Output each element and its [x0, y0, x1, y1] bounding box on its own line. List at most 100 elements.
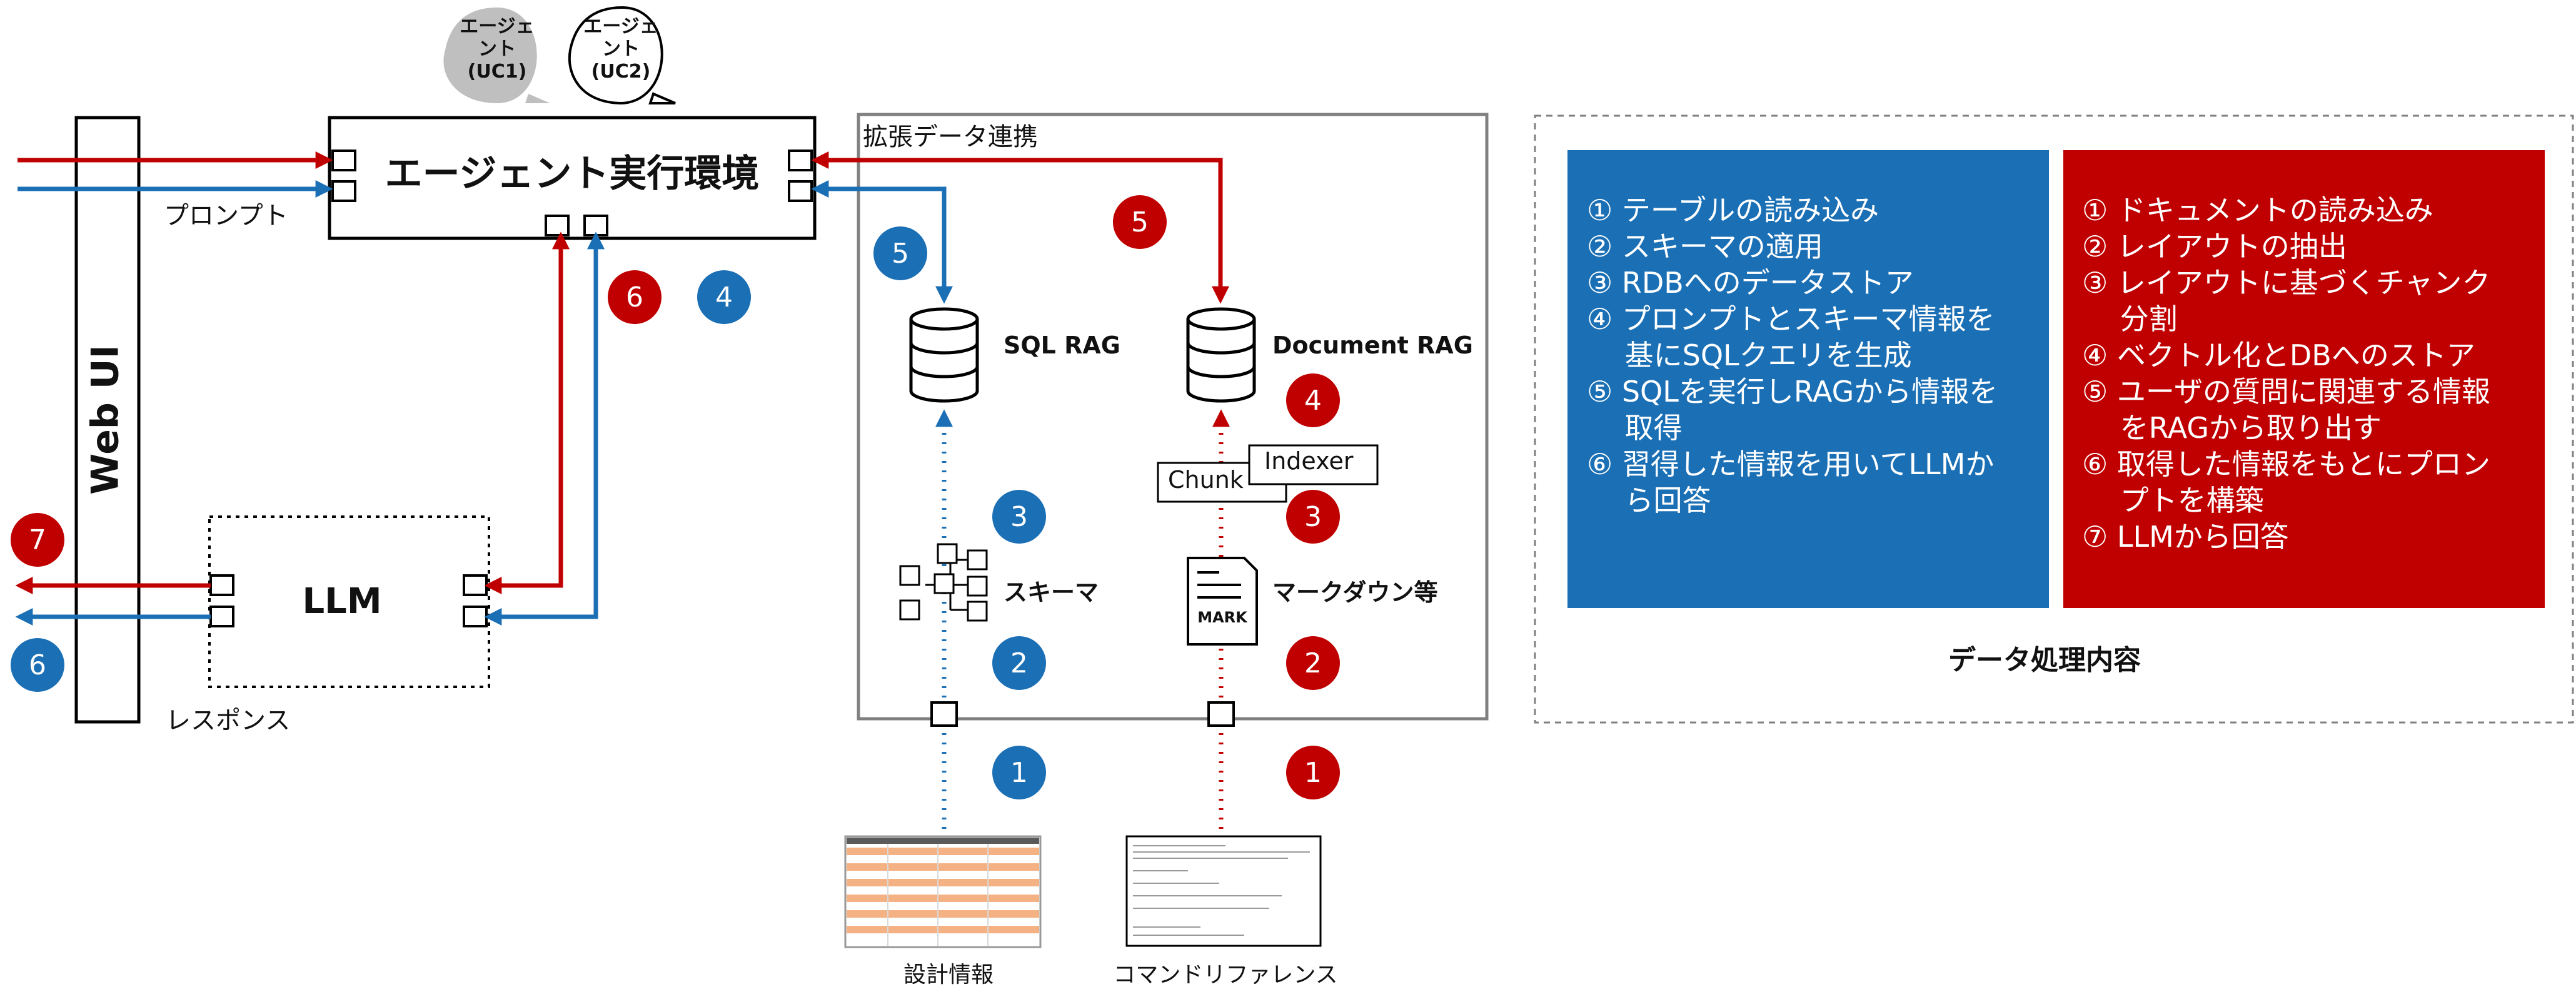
- schema-label: スキーマ: [1004, 579, 1099, 606]
- port: [1207, 701, 1235, 727]
- badge-blue-4: 4: [697, 270, 751, 324]
- schema-tree-icon: [899, 543, 988, 622]
- svg-text:2: 2: [1010, 647, 1028, 679]
- extended-data-box: 拡張データ連携: [857, 113, 1489, 721]
- port: [545, 215, 570, 236]
- llm-box: LLM: [208, 515, 490, 688]
- svg-text:4: 4: [715, 281, 733, 313]
- port: [930, 701, 958, 727]
- process-step: ⑥ 習得した情報を用いてLLMか: [1587, 447, 1994, 481]
- process-step: 分割: [2082, 302, 2178, 336]
- agent-uc1-line3: (UC1): [468, 61, 527, 83]
- markdown-document-icon: MARK: [1187, 557, 1258, 646]
- badge-red-7: 7: [11, 513, 64, 567]
- red-process-box: [2063, 150, 2545, 608]
- process-step: 取得: [1587, 411, 1683, 445]
- port: [788, 150, 813, 171]
- process-step: プトを構築: [2082, 484, 2264, 517]
- agent-llm-arrow-blue: [484, 231, 605, 626]
- svg-text:5: 5: [892, 238, 909, 270]
- svg-text:3: 3: [1010, 501, 1028, 533]
- process-step: ④ プロンプトとスキーマ情報を: [1587, 302, 1995, 336]
- badge-red-6: 6: [608, 270, 662, 324]
- port: [463, 574, 488, 596]
- port: [209, 574, 234, 596]
- process-step: ④ ベクトル化とDBへのストア: [2082, 338, 2475, 372]
- badge-red-5: 5: [1113, 195, 1167, 249]
- extended-data-label: 拡張データ連携: [863, 123, 1038, 151]
- process-step: ① テーブルの読み込み: [1587, 193, 1879, 227]
- port: [583, 215, 608, 236]
- agent-docrag-arrow: [811, 151, 1229, 304]
- port: [331, 150, 356, 171]
- badge-blue-2: 2: [992, 636, 1046, 690]
- badge-blue-5: 5: [873, 226, 927, 280]
- command-reference-thumbnail: [1125, 835, 1322, 947]
- process-step: ③ RDBへのデータストア: [1587, 266, 1914, 300]
- chunk-label: Chunk: [1168, 466, 1244, 494]
- svg-text:6: 6: [29, 649, 46, 681]
- badge-red-2: 2: [1286, 636, 1340, 690]
- agent-uc2-line1: エージェ: [583, 16, 658, 38]
- agent-uc1-bubble: エージェ ント (UC1): [443, 8, 550, 103]
- markdown-label: マークダウン等: [1272, 579, 1437, 606]
- agent-uc1-line1: エージェ: [460, 16, 534, 38]
- sql-rag-database-icon: [909, 307, 979, 403]
- web-ui-box: Web UI: [74, 116, 141, 724]
- mark-icon-text: MARK: [1197, 609, 1248, 626]
- process-step: 基にSQLクエリを生成: [1587, 338, 1912, 372]
- agent-sqlrag-arrow: [811, 180, 953, 304]
- badge-blue-6: 6: [11, 638, 64, 692]
- sql-rag-label: SQL RAG: [1004, 332, 1120, 359]
- indexer-label: Indexer: [1264, 447, 1354, 475]
- command-reference-label: コマンドリファレンス: [1113, 962, 1337, 988]
- badge-red-4: 4: [1286, 373, 1340, 427]
- svg-text:1: 1: [1010, 757, 1028, 789]
- llm-title: LLM: [302, 581, 381, 622]
- agent-uc2-line3: (UC2): [591, 61, 651, 83]
- process-step: ② レイアウトの抽出: [2082, 230, 2347, 263]
- process-step: ⑤ SQLを実行しRAGから情報を: [1587, 375, 1998, 408]
- svg-text:5: 5: [1131, 206, 1149, 238]
- port: [463, 606, 488, 627]
- indexer-box: Indexer: [1248, 444, 1379, 485]
- agent-uc1-line2: ント: [478, 38, 516, 60]
- svg-text:7: 7: [29, 524, 46, 556]
- port: [788, 180, 813, 202]
- agent-env-box: エージェント実行環境: [328, 116, 817, 240]
- badge-red-3: 3: [1286, 490, 1340, 544]
- agent-uc2-line2: ント: [602, 38, 640, 60]
- process-step: ⑦ LLMから回答: [2082, 520, 2289, 554]
- agent-uc2-bubble: エージェ ント (UC2): [568, 6, 676, 105]
- port: [209, 606, 234, 627]
- svg-text:4: 4: [1304, 385, 1322, 417]
- response-label: レスポンス: [166, 706, 290, 735]
- process-step: ② スキーマの適用: [1587, 230, 1823, 263]
- web-ui-label: Web UI: [84, 345, 128, 495]
- agent-llm-arrow-red: [484, 231, 570, 594]
- design-info-label: 設計情報: [903, 962, 994, 988]
- badge-blue-3: 3: [992, 490, 1046, 544]
- process-step: ⑥ 取得した情報をもとにプロン: [2082, 447, 2490, 481]
- svg-text:3: 3: [1304, 501, 1322, 533]
- port: [331, 180, 356, 202]
- processing-caption: データ処理内容: [1948, 644, 2141, 676]
- prompt-label: プロンプト: [164, 201, 288, 230]
- document-rag-label: Document RAG: [1272, 332, 1473, 359]
- process-step: をRAGから取り出す: [2082, 411, 2382, 445]
- badge-red-1: 1: [1286, 746, 1340, 799]
- process-step: ③ レイアウトに基づくチャンク: [2082, 266, 2490, 300]
- process-step: ⑤ ユーザの質問に関連する情報: [2082, 375, 2490, 408]
- design-info-table-thumbnail: [844, 835, 1042, 948]
- process-step: ① ドキュメントの読み込み: [2082, 193, 2433, 227]
- svg-text:1: 1: [1304, 757, 1322, 789]
- svg-text:2: 2: [1304, 647, 1322, 679]
- process-step: ら回答: [1587, 484, 1711, 517]
- svg-text:6: 6: [626, 281, 643, 313]
- agent-env-title: エージェント実行環境: [385, 152, 760, 196]
- blue-process-box: [1567, 150, 2049, 608]
